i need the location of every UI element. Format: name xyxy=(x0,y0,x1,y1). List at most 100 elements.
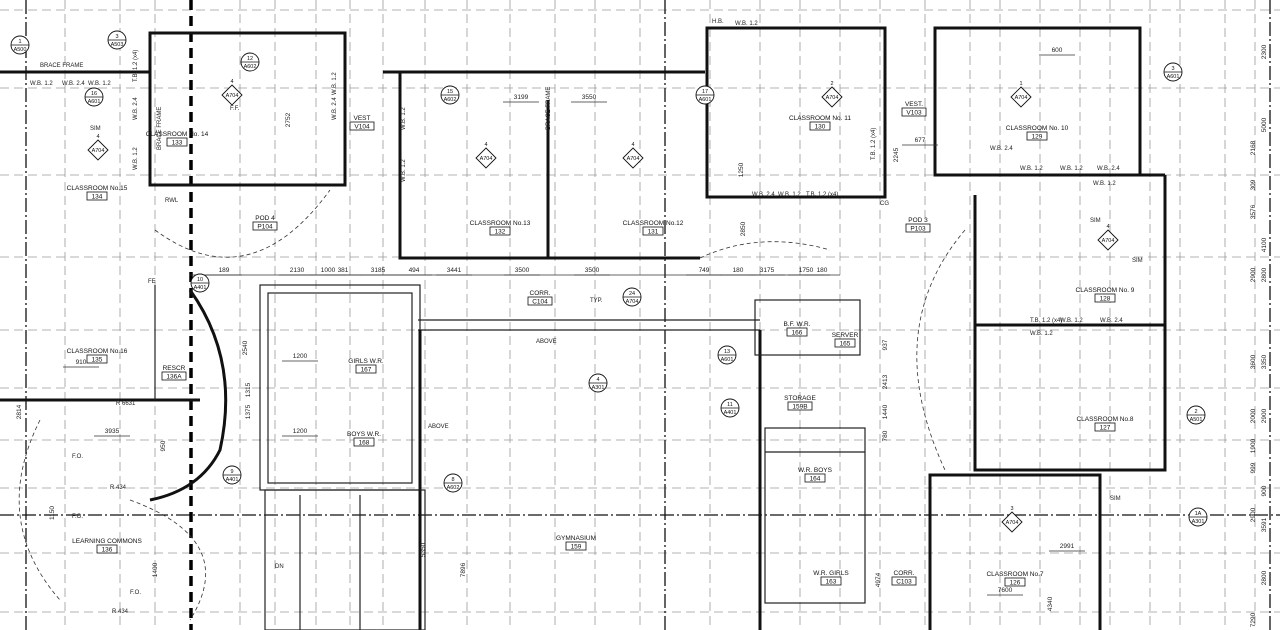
dimension-label: 900 xyxy=(1261,485,1268,496)
dimension-label: 2000 xyxy=(1250,408,1257,423)
wall-label: BRACE FRAME xyxy=(157,107,163,150)
callout-sheet-ref: A704 xyxy=(226,93,239,99)
dimension-label: 2991 xyxy=(1060,543,1075,550)
room-number: C103 xyxy=(896,579,912,586)
room-number-box xyxy=(252,221,278,231)
wall-label: ABOVE xyxy=(536,339,557,345)
callout-number: 4 xyxy=(96,134,99,140)
dimension-label: 1200 xyxy=(293,353,308,360)
dimension-label: 677 xyxy=(915,137,926,144)
callout-sheet-ref: A601 xyxy=(721,357,734,363)
room-number: 126 xyxy=(1010,580,1021,587)
dimension-label: 2900 xyxy=(1250,267,1257,282)
wall-label: SIM xyxy=(1132,258,1143,264)
room-name: POD 4 xyxy=(255,215,275,222)
room-tag[interactable]: VEST.V103 xyxy=(901,101,927,117)
room-number: 132 xyxy=(495,229,506,236)
dimension-label: 3350 xyxy=(1261,354,1268,369)
room-name: RESCR xyxy=(163,365,186,372)
room-name: CLASSROOM No.15 xyxy=(67,185,128,192)
callout-diamond-icon xyxy=(622,147,644,169)
dimension-label: 5350 xyxy=(420,542,427,557)
room-name: B.F. W.R. xyxy=(783,321,810,328)
callout-diamond-icon xyxy=(1097,229,1119,251)
room-name: CLASSROOM No.8 xyxy=(1076,416,1133,423)
callout-number: 9 xyxy=(230,469,233,475)
dimension-label: 2850 xyxy=(740,221,747,236)
room-number-box xyxy=(349,121,375,131)
dimension-label: 3576 xyxy=(1250,204,1257,219)
room-name: VEST xyxy=(354,115,371,122)
room-number-box xyxy=(905,223,931,233)
dimension-label: 2245 xyxy=(893,147,900,162)
room-tag[interactable]: CORR.C103 xyxy=(891,570,917,586)
room-tag[interactable]: BOYS W.R.168 xyxy=(347,431,381,447)
dimension-label: 1900 xyxy=(1250,438,1257,453)
wall-label: W.B. 1.2 xyxy=(1030,331,1053,337)
wall-label: TYP. xyxy=(590,298,603,304)
dimension-label: 7600 xyxy=(998,587,1013,594)
room-tag[interactable]: B.F. W.R.166 xyxy=(783,321,810,337)
room-name: POD 3 xyxy=(908,217,928,224)
room-name: CLASSROOM No. 14 xyxy=(146,131,209,138)
room-number-box xyxy=(1094,422,1116,432)
dimension-label: 1440 xyxy=(882,404,889,419)
room-tag[interactable]: GIRLS W.R.167 xyxy=(348,358,384,374)
dimension-label: 910 xyxy=(76,359,87,366)
callout-number: 1 xyxy=(1019,81,1022,87)
callout-sheet-ref: A601 xyxy=(699,97,712,103)
room-name: SERVER xyxy=(832,332,859,339)
wall-label: CG xyxy=(880,201,889,207)
room-tag[interactable]: CORR.C104 xyxy=(527,290,553,306)
dimension-label: 600 xyxy=(1052,47,1063,54)
wall-label: W.B. 1.2 xyxy=(401,159,407,182)
callout-sheet-ref: A503 xyxy=(111,42,124,48)
dimension-label: 4340 xyxy=(1047,596,1054,611)
